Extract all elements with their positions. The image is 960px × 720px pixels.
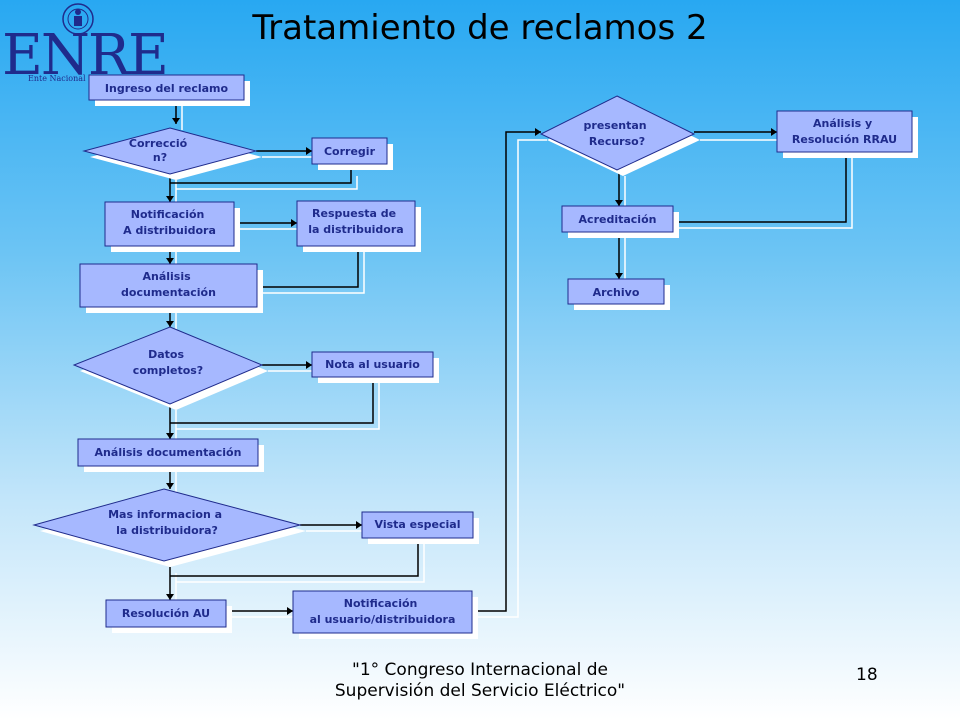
node-resolucion-au: Resolución AU [105, 599, 232, 633]
arrowheads [166, 118, 777, 615]
node-notificacion-a-label: Notificación A distribuidora [123, 208, 216, 237]
node-notificacion-usuario-label: Notificación al usuario/distribuidora [310, 597, 456, 626]
node-acreditacion-label: Acreditación [579, 213, 657, 226]
node-vista-especial: Vista especial [361, 511, 479, 544]
node-analisis-rrau: Análisis y Resolución RRAU [776, 110, 918, 158]
slide-title: Tratamiento de reclamos 2 [252, 8, 708, 48]
node-correccion-label: Correcció n? [129, 137, 191, 164]
logo: ENRE [2, 23, 169, 88]
node-analisis-doc-1-label: Análisis documentación [121, 270, 216, 299]
node-mas-info: Mas informacion a la distribuidora? [32, 488, 306, 567]
node-ingreso: Ingreso del reclamo [88, 74, 250, 106]
node-notificacion-a: Notificación A distribuidora [104, 201, 240, 252]
node-ingreso-label: Ingreso del reclamo [105, 82, 229, 95]
node-vista-especial-label: Vista especial [375, 518, 461, 531]
footer-line-1: "1° Congreso Internacional de [352, 660, 608, 680]
node-mas-info-label: Mas informacion a la distribuidora? [108, 508, 226, 537]
seal-icon [62, 3, 94, 35]
node-notificacion-usuario: Notificación al usuario/distribuidora [292, 590, 478, 639]
node-nota-usuario: Nota al usuario [311, 351, 439, 383]
node-analisis-doc-2-label: Análisis documentación [95, 446, 242, 459]
node-presentan-recurso: presentan Recurso? [539, 95, 700, 176]
node-analisis-doc-2: Análisis documentación [77, 438, 264, 472]
node-nota-usuario-label: Nota al usuario [325, 358, 420, 371]
node-presentan-recurso-label: presentan Recurso? [584, 119, 651, 148]
node-respuesta-label: Respuesta de la distribuidora [308, 207, 403, 236]
node-datos-completos-label: Datos completos? [133, 348, 203, 377]
node-analisis-rrau-label: Análisis y Resolución RRAU [792, 117, 897, 146]
node-correccion: Correcció n? [82, 127, 262, 180]
connectors-shadow [175, 106, 853, 618]
node-corregir: Corregir [311, 137, 393, 170]
node-acreditacion: Acreditación [561, 205, 679, 238]
node-corregir-label: Corregir [324, 145, 376, 158]
node-archivo-label: Archivo [593, 286, 640, 299]
page-number: 18 [856, 665, 878, 685]
node-respuesta: Respuesta de la distribuidora [296, 200, 421, 252]
node-archivo: Archivo [567, 278, 670, 310]
node-resolucion-au-label: Resolución AU [122, 607, 210, 620]
node-datos-completos: Datos completos? [72, 326, 268, 410]
footer-line-2: Supervisión del Servicio Eléctrico" [334, 681, 626, 701]
node-analisis-doc-1: Análisis documentación [79, 263, 263, 313]
logo-subtitle: Ente Nacional Regulador [28, 74, 131, 83]
slide-footer: "1° Congreso Internacional de Supervisió… [300, 660, 660, 702]
